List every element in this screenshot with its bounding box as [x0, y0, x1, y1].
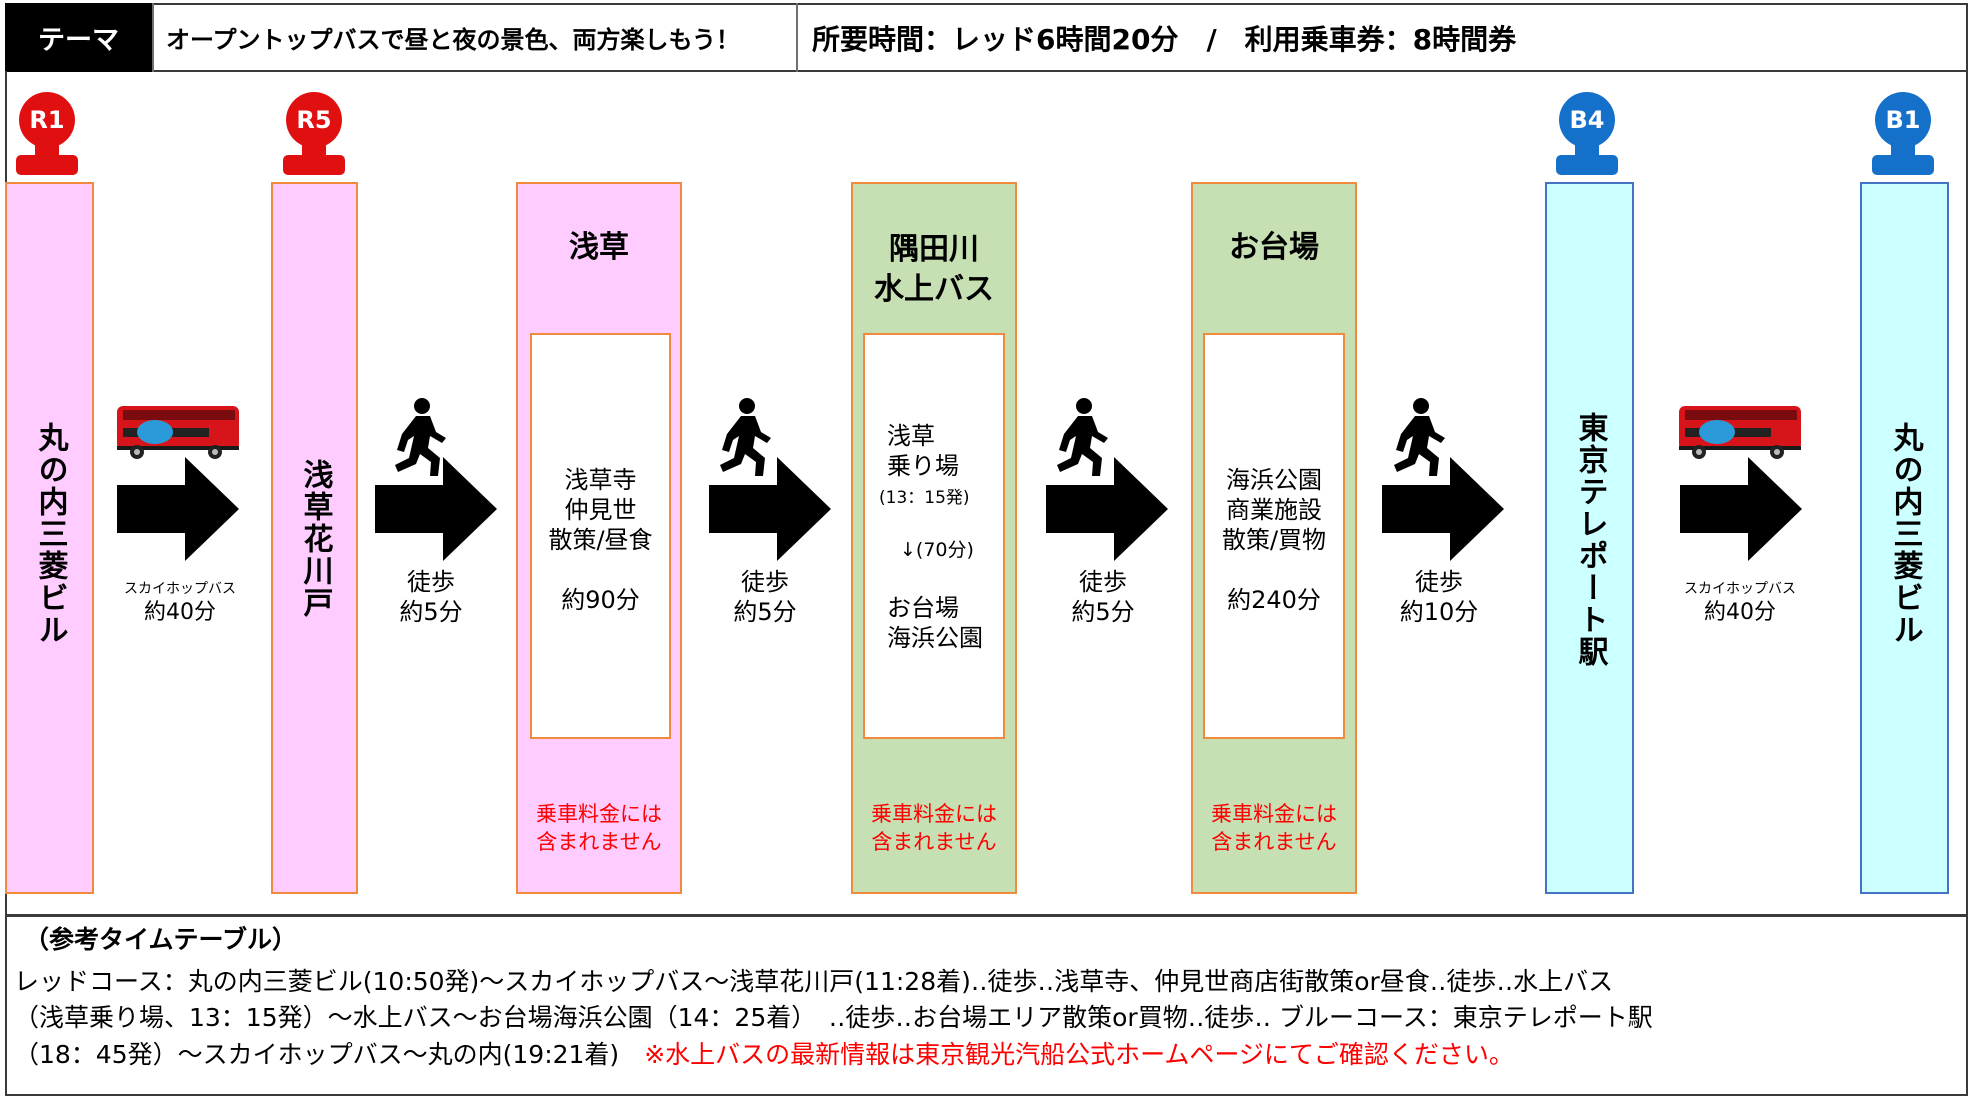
walking-person-icon — [395, 398, 446, 476]
walking-person-icon — [1057, 398, 1108, 476]
header-divider — [796, 3, 798, 72]
spot-title: 浅草 — [569, 230, 629, 265]
walking-person-icon — [1394, 398, 1445, 476]
transport-name: スカイホップバス — [1684, 581, 1796, 597]
sky-hop-bus-icon — [117, 406, 239, 459]
route-arrow-icon — [375, 457, 497, 561]
timetable-panel — [5, 915, 1968, 1096]
duration-text: 所要時間：レッド6時間20分 / 利用乗車券：8時間券 — [812, 22, 1517, 56]
theme-label: テーマ — [5, 3, 152, 72]
walk-time: 徒歩 約5分 — [399, 568, 463, 626]
pin-label: B1 — [1875, 92, 1931, 148]
route-arrow-icon — [1046, 457, 1168, 561]
header-divider — [152, 3, 154, 72]
fare-note: 乗車料金には 含まれません — [871, 802, 997, 854]
spot-column-water-bus: 隅田川 水上バス 浅草 乗り場 (13：15発) ↓(70分) お台場 海浜公園… — [851, 182, 1017, 894]
travel-time: 約40分 — [1704, 600, 1776, 625]
timetable-line: レッドコース：丸の内三菱ビル(10:50発)～スカイホップバス～浅草花川戸(11… — [14, 967, 1614, 996]
fare-note: 乗車料金には 含まれません — [1211, 802, 1337, 854]
walking-person-icon — [720, 398, 771, 476]
spot-title: 隅田川 水上バス — [874, 232, 994, 307]
spot-title: お台場 — [1229, 230, 1319, 265]
timetable-line: （浅草乗り場、13：15発）～水上バス～お台場海浜公園（14：25着） ‥徒歩‥… — [14, 1003, 1653, 1032]
spot-detail-box: 海浜公園 商業施設 散策/買物 約240分 — [1203, 333, 1345, 739]
route-arrow-icon — [709, 457, 831, 561]
stop-name: 浅草花川戸 — [297, 459, 333, 619]
stop-column-marunouchi-end: 丸の内三菱ビル — [1860, 182, 1949, 894]
walk-time: 徒歩 約5分 — [1071, 568, 1135, 626]
stop-column-tokyo-teleport: 東京テレポート駅 — [1545, 182, 1634, 894]
spot-detail-box: 浅草寺 仲見世 散策/昼食 約90分 — [530, 333, 671, 739]
stop-name: 東京テレポート駅 — [1572, 411, 1608, 668]
water-bus-notice: ※水上バスの最新情報は東京観光汽船公式ホームページにてご確認ください。 — [644, 1040, 1514, 1069]
pin-label: B4 — [1559, 92, 1615, 148]
route-arrow-icon — [1382, 457, 1504, 561]
pin-label: R1 — [19, 92, 75, 148]
stop-name: 丸の内三菱ビル — [1887, 422, 1923, 646]
ride-duration: ↓(70分) — [900, 539, 974, 561]
pier-time: (13：15発) — [879, 488, 970, 508]
stop-column-marunouchi-start: 丸の内三菱ビル — [5, 182, 94, 894]
transport-name: スカイホップバス — [124, 581, 236, 597]
pin-base — [1872, 155, 1934, 175]
timetable-title: （参考タイムテーブル） — [24, 925, 298, 954]
pin-base — [1556, 155, 1618, 175]
pin-base — [283, 155, 345, 175]
stop-name: 丸の内三菱ビル — [32, 422, 68, 646]
pier-name: 浅草 乗り場 — [887, 422, 959, 480]
theme-text: オープントップバスで昼と夜の景色、両方楽しもう！ — [166, 26, 740, 54]
spot-column-asakusa: 浅草 浅草寺 仲見世 散策/昼食 約90分 乗車料金には 含まれません — [516, 182, 682, 894]
pin-base — [16, 155, 78, 175]
timetable-text: （18：45発）～スカイホップバス～丸の内(19:21着) — [14, 1040, 620, 1069]
spot-detail-box: 浅草 乗り場 (13：15発) ↓(70分) お台場 海浜公園 — [863, 333, 1005, 739]
route-arrow-icon — [1680, 457, 1802, 561]
travel-time: 約40分 — [144, 600, 216, 625]
fare-note: 乗車料金には 含まれません — [536, 802, 662, 854]
spot-column-odaiba: お台場 海浜公園 商業施設 散策/買物 約240分 乗車料金には 含まれません — [1191, 182, 1357, 894]
walk-time: 徒歩 約10分 — [1399, 568, 1479, 626]
arrival-pier: お台場 海浜公園 — [887, 594, 983, 652]
pin-label: R5 — [286, 92, 342, 148]
timetable-line: （18：45発）～スカイホップバス～丸の内(19:21着) ※水上バスの最新情報… — [14, 1035, 1514, 1071]
sky-hop-bus-icon — [1679, 406, 1801, 459]
stop-column-asakusa-hanakawado: 浅草花川戸 — [271, 182, 358, 894]
walk-time: 徒歩 約5分 — [733, 568, 797, 626]
route-arrow-icon — [117, 457, 239, 561]
